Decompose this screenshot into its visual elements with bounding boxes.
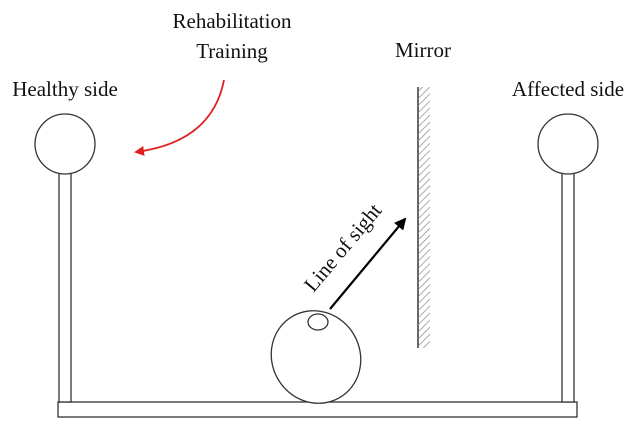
healthy-side-label: Healthy side xyxy=(12,77,118,101)
healthy-arm-post xyxy=(58,171,72,403)
patient-head xyxy=(270,310,362,404)
rehab-training-label-line2: Training xyxy=(196,39,268,63)
rehab-training-label-line1: Rehabilitation xyxy=(173,9,292,33)
line-of-sight-label: Line of sight xyxy=(299,199,386,297)
affected-arm-post xyxy=(561,171,575,403)
base-platform xyxy=(57,401,578,418)
mirror-backing-hatch xyxy=(418,87,430,348)
healthy-hand xyxy=(34,113,96,175)
mirror-label: Mirror xyxy=(395,38,451,62)
line-of-sight-arrow xyxy=(329,217,407,310)
rehab-training-arrow xyxy=(134,79,225,156)
affected-hand xyxy=(537,113,599,175)
affected-side-label: Affected side xyxy=(512,77,624,101)
patient-nose xyxy=(307,313,329,331)
